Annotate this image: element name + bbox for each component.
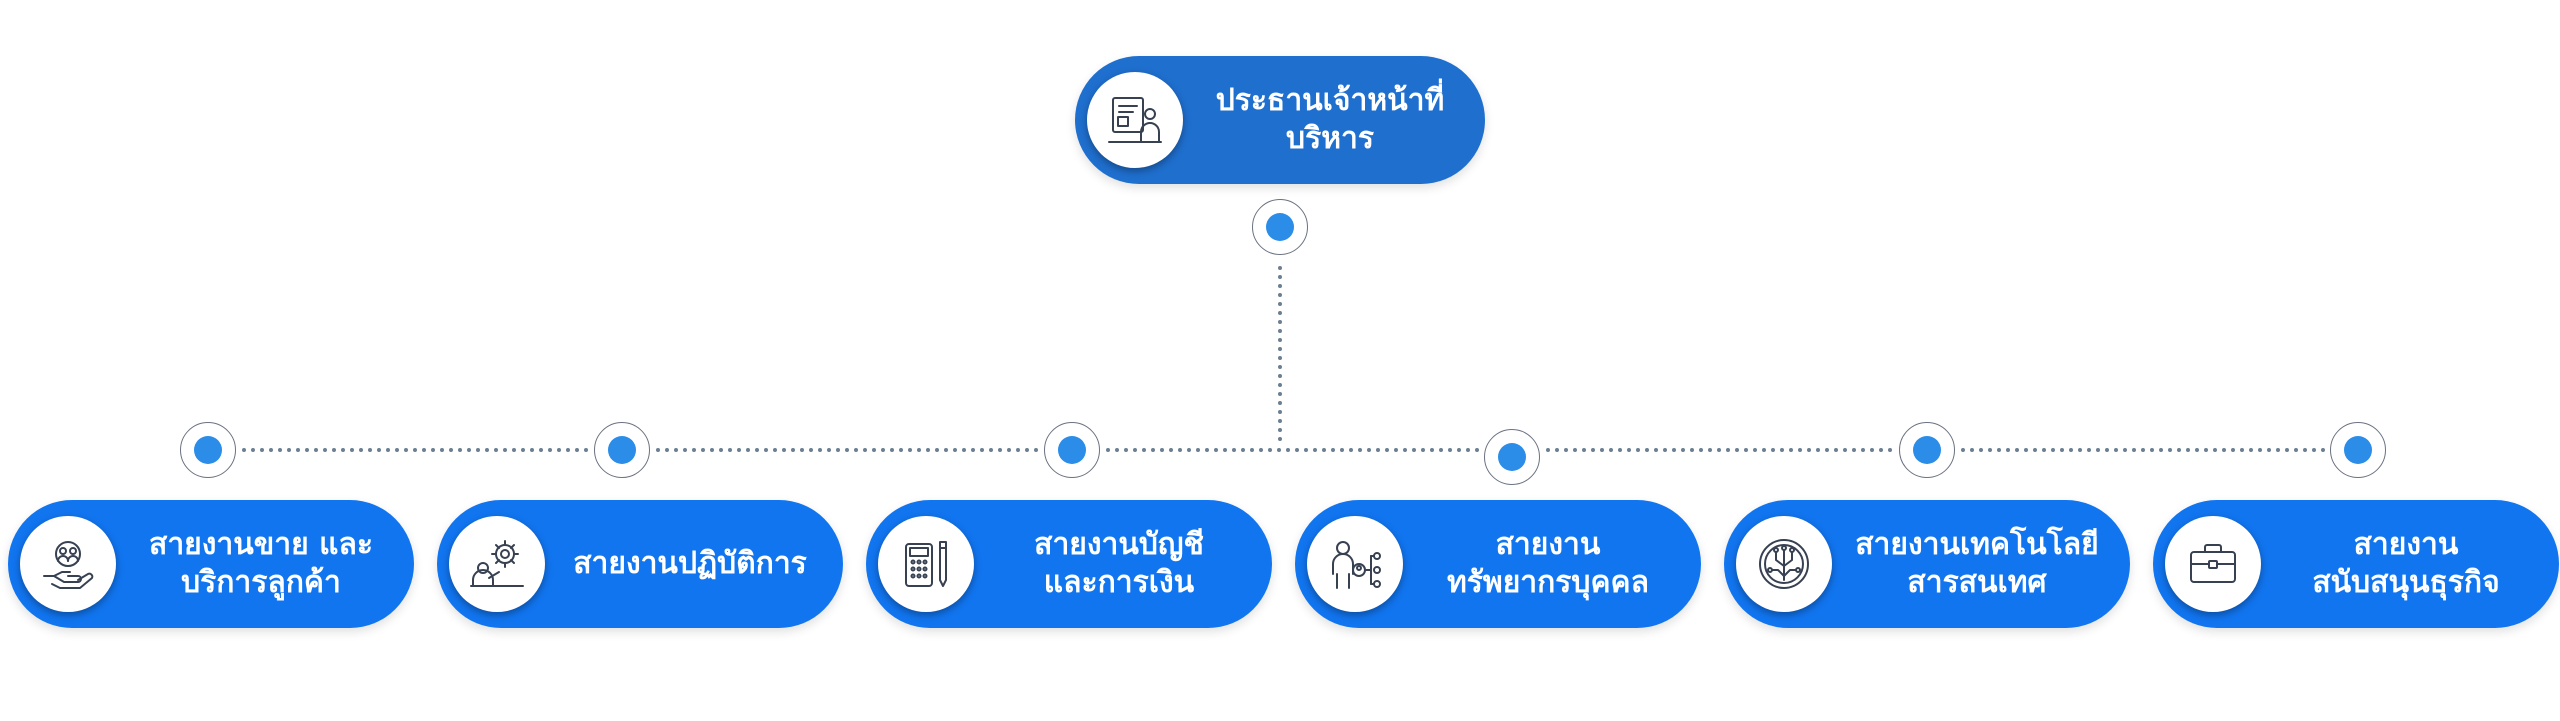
dept-node-hr: สายงาน ทรัพยากรบุคคล [1295,500,1701,628]
ceo-label: ประธานเจ้าหน้าที่ บริหาร [1215,83,1445,156]
dept-label: สายงานบัญชี และการเงิน [1034,527,1204,600]
ceo-node: ประธานเจ้าหน้าที่ บริหาร [1075,56,1485,184]
dept-node-it: สายงานเทคโนโลยี สารสนเทศ [1724,500,2130,628]
person-gear-icon [449,516,545,612]
dept-connector-dot-5 [1899,422,1955,478]
dept-connector-dot-3 [1044,422,1100,478]
dept-node-operations: สายงานปฏิบัติการ [437,500,843,628]
dept-label: สายงานเทคโนโลยี สารสนเทศ [1855,527,2099,600]
dept-connector-dot-6 [2330,422,2386,478]
dept-node-sales: สายงานขาย และ บริการลูกค้า [8,500,414,628]
dept-label: สายงานปฏิบัติการ [573,546,807,581]
presentation-person-icon [1087,72,1183,168]
dept-node-accounting: สายงานบัญชี และการเงิน [866,500,1272,628]
briefcase-icon [2165,516,2261,612]
person-network-icon [1307,516,1403,612]
ceo-connector-dot [1252,199,1308,255]
dept-label: สายงานขาย และ บริการลูกค้า [149,527,373,600]
circuit-chip-icon [1736,516,1832,612]
dept-connector-dot-4 [1484,429,1540,485]
hand-people-icon [20,516,116,612]
dept-label: สายงาน สนับสนุนธุรกิจ [2312,527,2500,600]
dept-connector-dot-1 [180,422,236,478]
dept-node-business-support: สายงาน สนับสนุนธุรกิจ [2153,500,2559,628]
dept-connector-dot-2 [594,422,650,478]
dept-label: สายงาน ทรัพยากรบุคคล [1447,527,1649,600]
calculator-pen-icon [878,516,974,612]
